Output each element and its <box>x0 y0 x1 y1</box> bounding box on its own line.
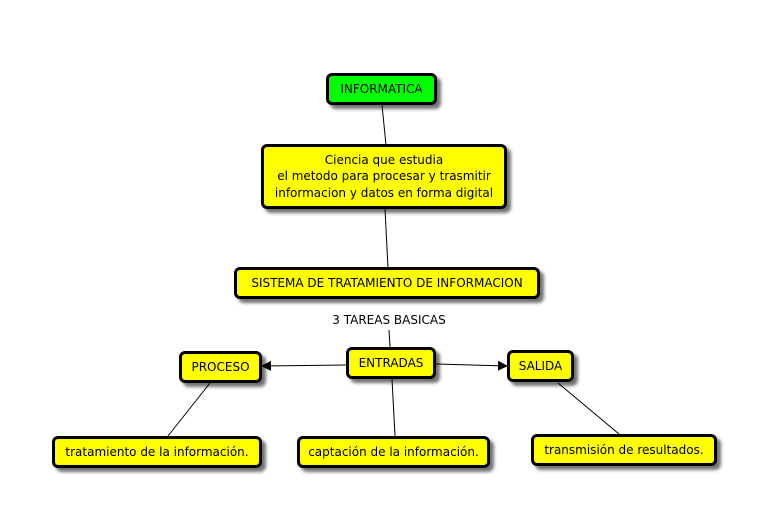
line-proceso-tratamiento <box>167 382 211 437</box>
node-transmision-label: transmisión de resultados. <box>544 442 704 457</box>
line-informatica-definition <box>381 104 387 146</box>
line-salida-transmision <box>557 382 620 435</box>
node-entradas-label: ENTRADAS <box>358 355 424 370</box>
node-definition-line-2: el metodo para procesar y trasmitir <box>277 169 491 184</box>
node-entradas[interactable]: ENTRADAS <box>346 347 436 379</box>
line-definition-sistema <box>384 208 389 269</box>
node-captacion[interactable]: captación de la información. <box>297 436 490 468</box>
line-entradas-captacion <box>391 378 396 437</box>
arrow-entradas-proceso <box>261 360 348 371</box>
arrow-entradas-salida <box>435 360 508 371</box>
node-sistema[interactable]: SISTEMA DE TRATAMIENTO DE INFORMACION <box>234 267 540 299</box>
node-sistema-label: SISTEMA DE TRATAMIENTO DE INFORMACION <box>251 275 523 290</box>
node-tratamiento[interactable]: tratamiento de la información. <box>52 436 262 468</box>
node-salida[interactable]: SALIDA <box>507 350 574 382</box>
node-informatica-label: INFORMATICA <box>340 81 423 96</box>
node-proceso-label: PROCESO <box>191 359 250 374</box>
line-sistema-entradas <box>388 329 391 348</box>
node-transmision[interactable]: transmisión de resultados. <box>531 434 717 466</box>
node-definition-line-3: informacion y datos en forma digital <box>274 185 494 200</box>
node-definition-text: Ciencia que estudia el metodo para proce… <box>275 152 493 201</box>
link-label-tareas-basicas: 3 TAREAS BASICAS <box>332 313 446 327</box>
node-salida-label: SALIDA <box>518 358 563 373</box>
node-proceso[interactable]: PROCESO <box>179 351 262 383</box>
node-captacion-label: captación de la información. <box>308 444 479 459</box>
node-informatica[interactable]: INFORMATICA <box>326 73 437 105</box>
node-tratamiento-label: tratamiento de la información. <box>65 444 249 459</box>
node-definition[interactable]: Ciencia que estudia el metodo para proce… <box>261 144 507 209</box>
node-definition-line-1: Ciencia que estudia <box>324 153 444 168</box>
